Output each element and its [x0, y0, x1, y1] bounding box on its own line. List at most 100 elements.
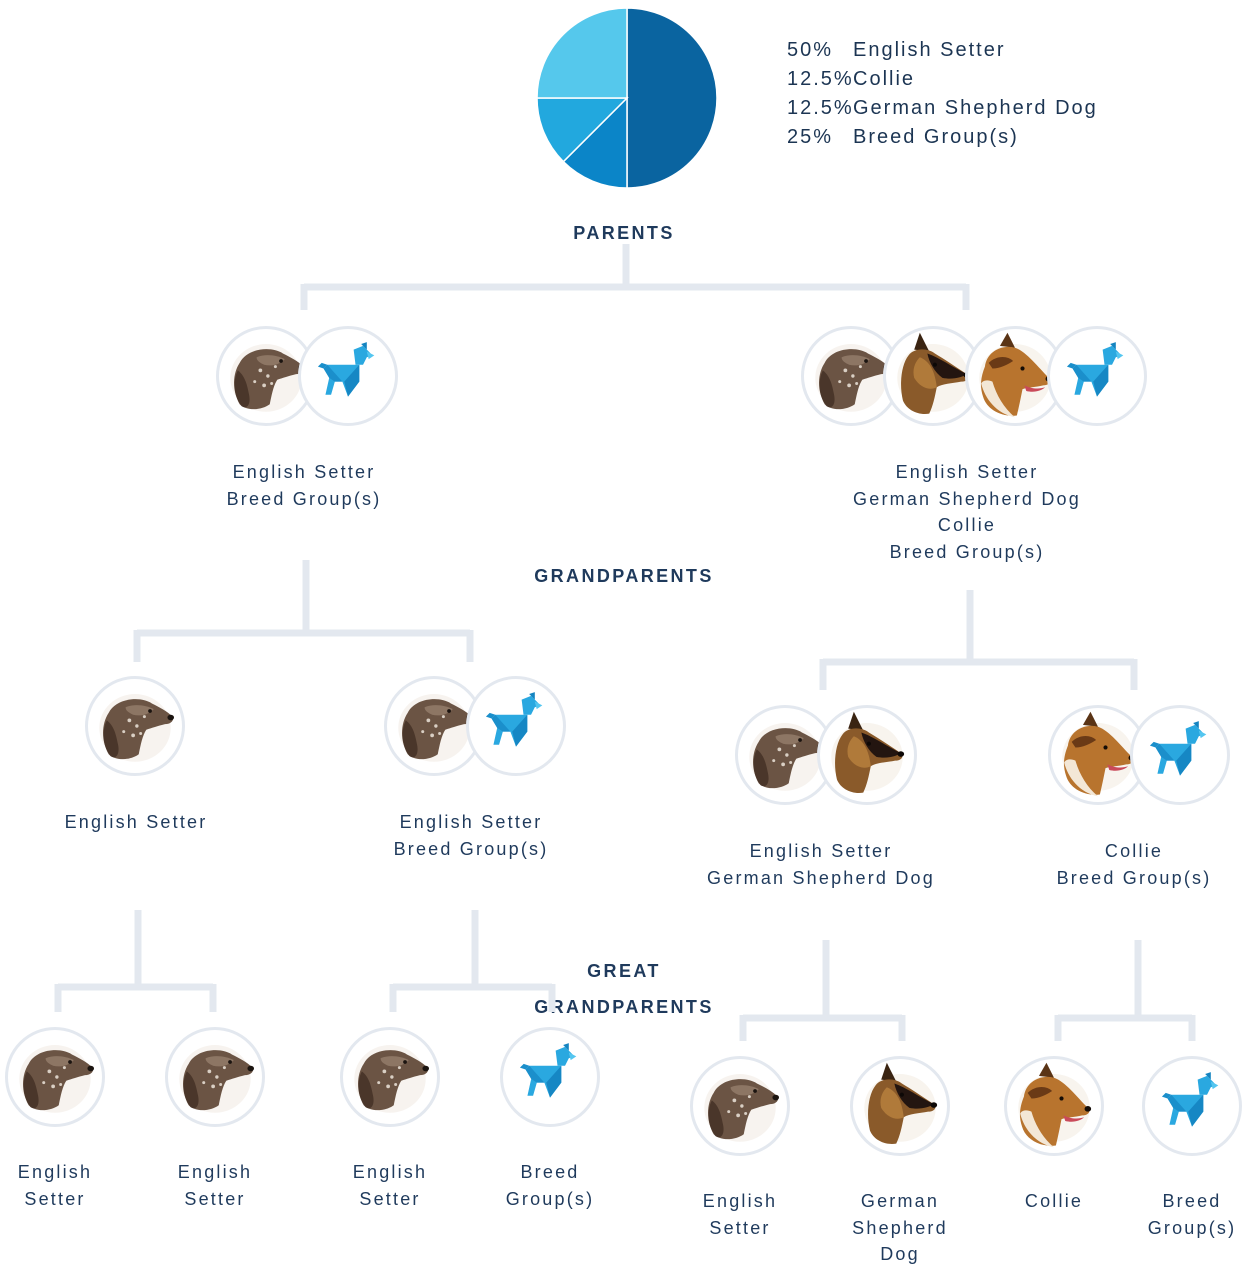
tree-connector	[54, 910, 217, 1012]
english-setter-icon	[5, 1027, 105, 1127]
breed-group-icon	[1130, 705, 1230, 805]
parents-heading: PARENTS	[573, 223, 675, 243]
label-line: Breed Group(s)	[226, 488, 382, 509]
tree-connector	[300, 244, 970, 310]
german-shepherd-icon	[817, 705, 917, 805]
great-grandparent-node-6[interactable]	[850, 1056, 950, 1156]
great-heading-line: GREAT	[587, 961, 661, 981]
legend-percent: 50%	[787, 39, 834, 61]
legend-percent: 12.5%	[787, 97, 854, 119]
legend-row: 12.5% Collie	[787, 65, 1098, 94]
german-shepherd-icon	[883, 326, 983, 426]
label-line: Breed Group(s)	[393, 838, 549, 859]
great-grandparent-node-8[interactable]	[1142, 1056, 1242, 1156]
english-setter-icon	[384, 676, 484, 776]
breed-group-icon	[298, 326, 398, 426]
grandparent-node-4[interactable]	[1048, 705, 1230, 805]
label-line: Breed	[1162, 1191, 1222, 1211]
label-line: English Setter	[64, 812, 208, 832]
great-grandparent-node-7[interactable]	[1004, 1056, 1104, 1156]
label-line: English	[177, 1162, 253, 1182]
great-grandparent-node-3[interactable]	[340, 1027, 440, 1127]
collie-icon	[1004, 1056, 1104, 1156]
english-setter-icon	[165, 1027, 265, 1127]
breed-group-icon	[1142, 1056, 1242, 1156]
label-line: German Shepherd Dog	[707, 867, 935, 888]
label-line: Collie	[1024, 1191, 1084, 1211]
english-setter-icon	[801, 326, 901, 426]
pie-slice	[536, 7, 628, 99]
great-grandparent-node-1[interactable]	[5, 1027, 105, 1127]
label-line: Collie	[1104, 841, 1164, 861]
tree-connector	[389, 910, 556, 1012]
label-line: Setter	[709, 1217, 771, 1238]
english-setter-icon	[85, 676, 185, 776]
parent-node-2[interactable]	[801, 326, 1147, 426]
great-grandparent-label-7: Collie	[904, 1188, 1204, 1215]
great-grandparent-node-4[interactable]	[500, 1027, 600, 1127]
english-setter-icon	[340, 1027, 440, 1127]
grandparent-node-1[interactable]	[85, 676, 185, 776]
english-setter-icon	[216, 326, 316, 426]
label-line: Setter	[184, 1188, 246, 1209]
grandparents-heading: GRANDPARENTS	[534, 566, 714, 586]
breed-legend: 50% English Setter 12.5% Collie 12.5% Ge…	[787, 36, 1098, 152]
label-line: Setter	[24, 1188, 86, 1209]
label-line: Group(s)	[505, 1188, 595, 1209]
legend-breed: German Shepherd Dog	[853, 97, 1098, 119]
great-heading-line: GRANDPARENTS	[534, 997, 714, 1017]
label-line: English Setter	[749, 841, 893, 861]
label-line: Collie	[937, 515, 997, 535]
great-grandparent-node-5[interactable]	[690, 1056, 790, 1156]
pie-slice	[626, 7, 718, 189]
grandparent-node-3[interactable]	[735, 705, 917, 805]
label-line: Shepherd	[852, 1217, 948, 1238]
pie-slice	[562, 96, 628, 189]
breed-group-icon	[466, 676, 566, 776]
pie-slice	[536, 97, 629, 163]
label-line: English	[352, 1162, 428, 1182]
label-line: Breed Group(s)	[889, 541, 1045, 562]
legend-row: 12.5% German Shepherd Dog	[787, 94, 1098, 123]
legend-breed: Collie	[853, 68, 916, 90]
english-setter-icon	[690, 1056, 790, 1156]
legend-row: 50% English Setter	[787, 36, 1098, 65]
great-grandparents-heading: GREAT GRANDPARENTS	[424, 953, 824, 1025]
english-setter-icon	[735, 705, 835, 805]
label-line: English Setter	[399, 812, 543, 832]
parent-node-1[interactable]	[216, 326, 398, 426]
legend-percent: 25%	[787, 126, 834, 148]
label-line: English Setter	[232, 462, 376, 482]
legend-percent: 12.5%	[787, 68, 854, 90]
label-line: English Setter	[895, 462, 1039, 482]
german-shepherd-icon	[850, 1056, 950, 1156]
legend-breed: English Setter	[853, 39, 1006, 61]
grandparent-node-2[interactable]	[384, 676, 566, 776]
label-line: English	[17, 1162, 93, 1182]
label-line: German	[860, 1191, 940, 1211]
tree-connector	[133, 560, 474, 662]
tree-connector	[739, 940, 906, 1041]
legend-breed: Breed Group(s)	[853, 126, 1019, 148]
tree-connector	[1054, 940, 1196, 1041]
breed-group-icon	[500, 1027, 600, 1127]
label-line: Breed	[520, 1162, 580, 1182]
breed-mix-pie-chart	[536, 7, 718, 189]
breed-group-icon	[1047, 326, 1147, 426]
label-line: Breed Group(s)	[1056, 867, 1212, 888]
label-line: Dog	[880, 1244, 920, 1264]
great-grandparent-node-2[interactable]	[165, 1027, 265, 1127]
label-line: Setter	[359, 1188, 421, 1209]
label-line: English	[702, 1191, 778, 1211]
